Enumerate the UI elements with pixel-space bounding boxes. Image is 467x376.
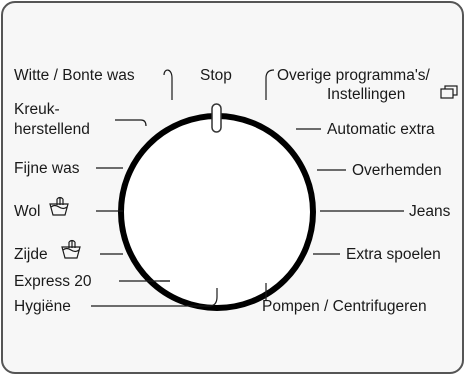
label-kreuk-line2: herstellend — [14, 121, 90, 138]
label-automatic-extra: Automatic extra — [327, 121, 435, 138]
label-express-20: Express 20 — [14, 273, 92, 290]
line-kreuk — [115, 119, 147, 127]
dial-pointer — [211, 103, 222, 133]
label-stop: Stop — [200, 67, 232, 84]
line-overige — [265, 69, 275, 100]
line-witte-bonte — [163, 69, 173, 100]
label-overige-line1: Overige programma's/ — [277, 67, 431, 84]
left-connector-lines — [91, 69, 218, 307]
label-jeans: Jeans — [409, 203, 451, 220]
label-pompen-centrifugeren: Pompen / Centrifugeren — [262, 298, 427, 315]
hand-wash-tub-icon — [61, 239, 81, 259]
label-hygiene: Hygiëne — [14, 298, 71, 315]
label-kreuk-line1: Kreuk- — [14, 101, 60, 118]
hand-wash-tub-icon — [49, 196, 69, 216]
label-overhemden: Overhemden — [352, 162, 442, 179]
label-witte-bonte-was: Witte / Bonte was — [14, 67, 135, 84]
dial-ring[interactable] — [118, 113, 316, 311]
program-dial[interactable] — [118, 103, 316, 311]
label-overige-line2: Instellingen — [327, 86, 405, 103]
right-connector-lines — [265, 69, 404, 300]
label-zijde: Zijde — [14, 246, 48, 263]
line-hygiene — [91, 288, 218, 307]
label-extra-spoelen: Extra spoelen — [346, 246, 441, 263]
label-wol: Wol — [14, 203, 40, 220]
stacked-windows-icon — [440, 85, 458, 99]
label-fijne-was: Fijne was — [14, 160, 80, 177]
